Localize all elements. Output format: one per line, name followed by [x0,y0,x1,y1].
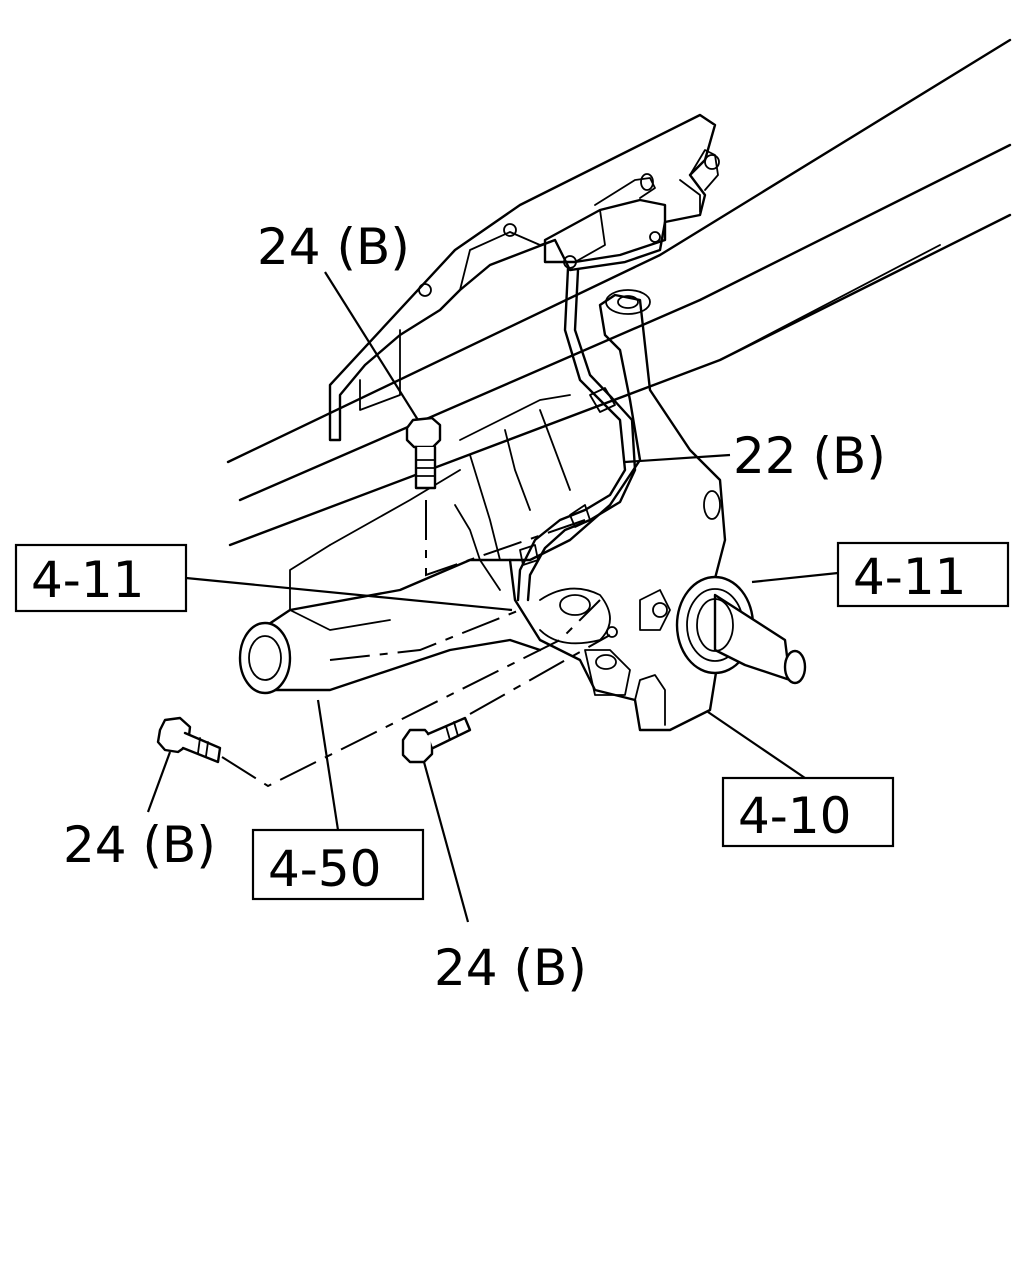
spindle-hub [675,575,807,685]
leader-ref-left [185,576,513,612]
bolt-path-lower [469,634,611,715]
steering-knuckle [508,289,727,732]
ref-box-arm [251,828,425,901]
ref-box-left [14,543,188,613]
leader-ref-arm [316,699,340,831]
ref-label-left: 4-11 [31,551,144,609]
bolt-path-upper [425,500,586,577]
callout-bolt-top: 24 (B) [257,218,410,276]
leader-bolt-bottom [422,761,470,923]
frame-rail [226,38,1012,547]
sensor-harness [516,255,637,602]
callout-bolt-left: 24 (B) [63,816,216,874]
bolt-left [156,716,222,764]
ref-label-right: 4-11 [853,548,966,606]
ref-box-knuckle [721,776,895,848]
bolt-lower [401,716,472,764]
leader-ref-right [751,571,839,584]
upper-mount [459,394,571,561]
bolt-upper [405,416,442,490]
callout-bolt-bottom: 24 (B) [434,939,587,997]
callout-hose: 22 (B) [733,427,886,485]
leader-hose [624,453,731,464]
lower-control-arm [238,469,542,695]
bolt-path-left [221,599,601,788]
ref-label-arm: 4-50 [268,840,381,898]
ref-box-right [836,541,1010,608]
ref-label-knuckle: 4-10 [738,787,851,845]
leader-ref-knuckle [707,711,806,779]
leader-bolt-left [146,751,172,813]
leader-bolt-top [324,271,419,421]
